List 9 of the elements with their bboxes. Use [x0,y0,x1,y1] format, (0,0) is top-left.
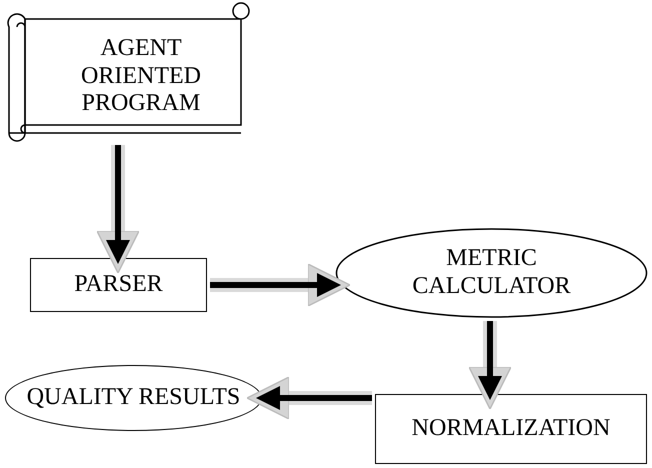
rounded-terminal [5,365,262,431]
node-label: AGENT ORIENTED PROGRAM [80,35,202,118]
node-label: METRIC CALCULATOR [411,245,572,301]
node-label: NORMALIZATION [412,415,610,443]
node-label: PARSER [74,271,163,299]
node-label: QUALITY RESULTS [26,384,240,412]
process-box [30,258,207,312]
process-box [375,394,647,464]
ellipse-node [335,228,648,318]
